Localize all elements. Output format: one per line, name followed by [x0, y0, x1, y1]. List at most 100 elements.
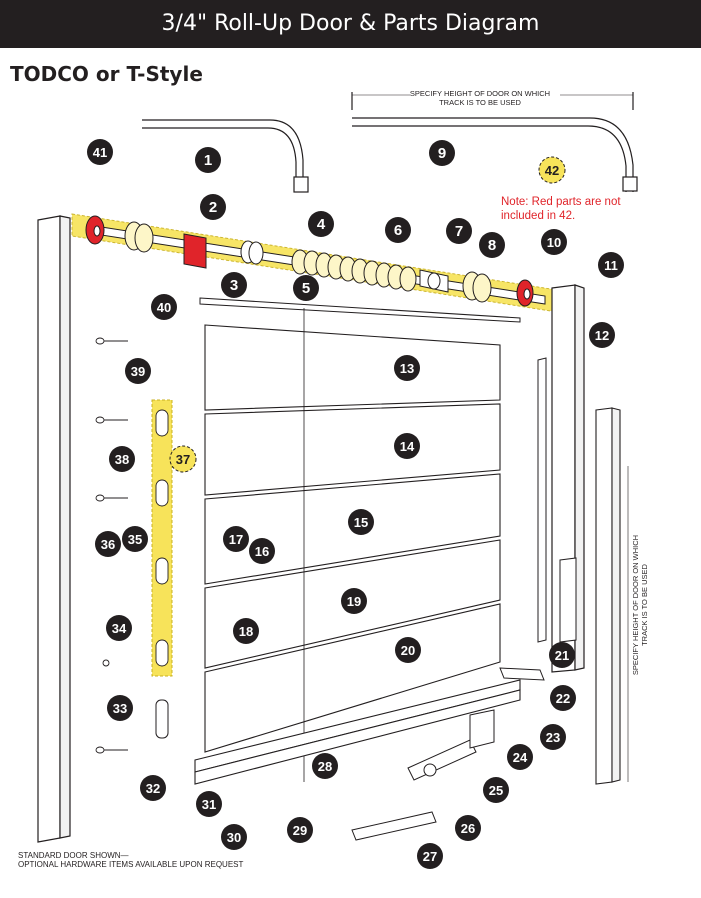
part-badge-17: 17 — [223, 526, 249, 552]
part-badge-label-2: 2 — [209, 199, 217, 216]
part-badge-label-24: 24 — [513, 750, 528, 765]
part-badge-label-42: 42 — [545, 163, 559, 178]
part-badge-22: 22 — [550, 685, 576, 711]
part-badge-circle-11 — [598, 252, 624, 278]
part-badge-37: 37 — [169, 445, 197, 473]
part-badge-circle-37 — [169, 445, 197, 473]
part-badge-circle-29 — [287, 817, 313, 843]
part-badge-label-29: 29 — [293, 823, 307, 838]
bottom-bar — [194, 679, 521, 785]
track-curved-right — [351, 92, 638, 192]
part-badge-circle-35 — [122, 526, 148, 552]
part-badge-label-7: 7 — [455, 223, 463, 240]
track-height-note-line2: TRACK IS TO BE USED — [439, 98, 521, 107]
part-badge-label-40: 40 — [157, 300, 171, 315]
part-badge-29: 29 — [287, 817, 313, 843]
part-badge-label-15: 15 — [354, 515, 368, 530]
part-badge-5: 5 — [293, 275, 319, 301]
diagram-subtitle: TODCO or T-Style — [10, 62, 203, 86]
part-badge-circle-42 — [538, 156, 566, 184]
part-badge-20: 20 — [395, 637, 421, 663]
part-badge-circle-7 — [446, 218, 472, 244]
part-badge-12: 12 — [589, 322, 615, 348]
part-badge-circle-28 — [312, 753, 338, 779]
part-badge-label-31: 31 — [202, 797, 216, 812]
part-badge-34: 34 — [106, 615, 132, 641]
part-badge-circle-8 — [479, 232, 505, 258]
part-badge-label-14: 14 — [400, 439, 415, 454]
bottom-latch-assembly — [351, 667, 545, 841]
part-badge-label-1: 1 — [204, 152, 212, 169]
part-badge-1: 1 — [195, 147, 221, 173]
part-badge-label-36: 36 — [101, 537, 115, 552]
part-badge-label-16: 16 — [255, 544, 269, 559]
door-header-strip — [199, 297, 521, 323]
spring-collar — [240, 240, 264, 265]
part-badge-label-13: 13 — [400, 361, 414, 376]
part-badge-31: 31 — [196, 791, 222, 817]
part-badge-label-28: 28 — [318, 759, 332, 774]
part-badge-label-37: 37 — [176, 452, 190, 467]
part-badge-35: 35 — [122, 526, 148, 552]
part-badge-label-17: 17 — [229, 532, 243, 547]
part-badge-circle-24 — [507, 744, 533, 770]
part-badge-label-41: 41 — [93, 145, 107, 160]
part-badge-label-3: 3 — [230, 277, 238, 294]
track-height-note-line1: SPECIFY HEIGHT OF DOOR ON WHICH — [409, 89, 551, 98]
left-jamb — [37, 215, 71, 843]
part-badge-26: 26 — [455, 815, 481, 841]
part-badge-33: 33 — [107, 695, 133, 721]
hinge-strip-slots — [155, 409, 169, 667]
part-badge-label-34: 34 — [112, 621, 127, 636]
part-badge-circle-39 — [125, 358, 151, 384]
part-badge-circle-31 — [196, 791, 222, 817]
cable-drum-left — [124, 221, 154, 253]
part-badge-label-5: 5 — [302, 280, 310, 297]
part-badge-3: 3 — [221, 272, 247, 298]
part-badge-circle-13 — [394, 355, 420, 381]
part-badge-9: 9 — [429, 140, 455, 166]
part-badge-circle-26 — [455, 815, 481, 841]
part-badge-23: 23 — [540, 724, 566, 750]
part-badge-label-10: 10 — [547, 235, 561, 250]
part-badge-circle-5 — [293, 275, 319, 301]
cable-drum-right — [462, 271, 492, 303]
red-bracket — [183, 233, 207, 269]
header-bar — [0, 0, 701, 48]
part-badge-14: 14 — [394, 433, 420, 459]
part-badge-7: 7 — [446, 218, 472, 244]
part-badge-label-20: 20 — [401, 643, 415, 658]
part-badge-label-18: 18 — [239, 624, 253, 639]
part-badge-19: 19 — [341, 588, 367, 614]
track-height-note: SPECIFY HEIGHT OF DOOR ON WHICH TRACK IS… — [395, 89, 565, 107]
part-badge-27: 27 — [417, 843, 443, 869]
part-badge-circle-33 — [107, 695, 133, 721]
part-badge-13: 13 — [394, 355, 420, 381]
part-badge-label-22: 22 — [556, 691, 570, 706]
part-badge-39: 39 — [125, 358, 151, 384]
red-parts-note-line2: included in 42. — [501, 210, 576, 222]
track-bottom-piece — [559, 557, 577, 643]
footer-note: STANDARD DOOR SHOWN— OPTIONAL HARDWARE I… — [18, 851, 243, 869]
part-badge-38: 38 — [109, 446, 135, 472]
part-badge-circle-10 — [541, 229, 567, 255]
part-badge-circle-21 — [549, 642, 575, 668]
left-bolts — [95, 337, 128, 754]
bearing-right — [516, 279, 534, 307]
part-badge-21: 21 — [549, 642, 575, 668]
part-badge-circle-41 — [87, 139, 113, 165]
part-badge-label-19: 19 — [347, 594, 361, 609]
part-badge-label-21: 21 — [555, 648, 569, 663]
part-badge-circle-6 — [385, 217, 411, 243]
part-badge-40: 40 — [151, 294, 177, 320]
part-badge-28: 28 — [312, 753, 338, 779]
footer-note-line1: STANDARD DOOR SHOWN— — [18, 851, 129, 860]
part-badge-label-27: 27 — [423, 849, 437, 864]
part-badge-circle-18 — [233, 618, 259, 644]
guide-strip — [537, 357, 547, 643]
bearing-left — [85, 215, 105, 245]
part-badge-circle-14 — [394, 433, 420, 459]
part-badge-circle-15 — [348, 509, 374, 535]
part-badge-circle-23 — [540, 724, 566, 750]
